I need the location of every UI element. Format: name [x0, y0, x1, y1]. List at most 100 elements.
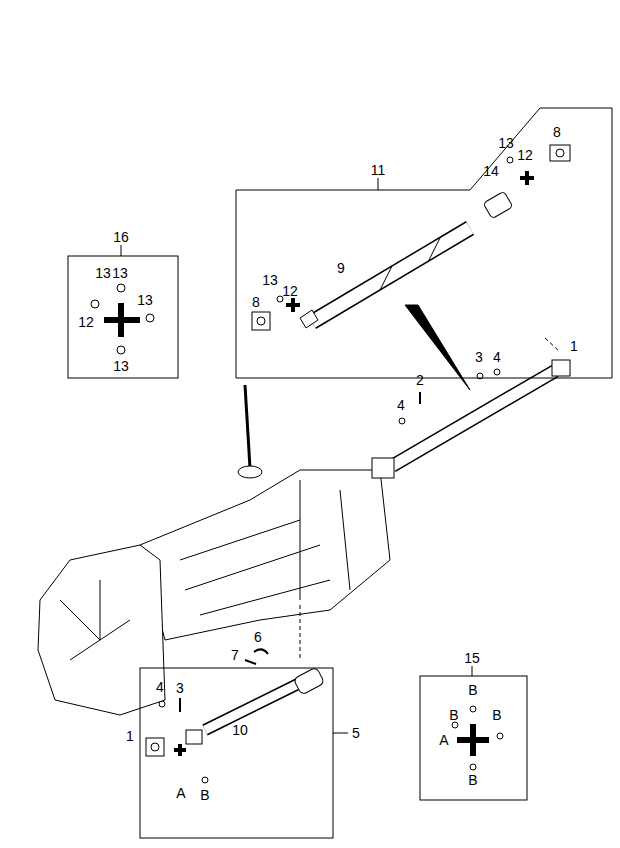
box-border — [420, 676, 527, 800]
box-outline — [68, 225, 178, 378]
callout-number: 3 — [475, 349, 483, 365]
group-number: 15 — [464, 650, 480, 666]
part-drawing — [470, 764, 476, 770]
callout-number: 4 — [397, 397, 405, 413]
part-drawing — [254, 649, 268, 654]
callout-number: B — [200, 787, 209, 803]
callout-number: 13 — [262, 272, 278, 288]
callout-number: B — [468, 772, 477, 788]
callout-number: 8 — [252, 294, 260, 310]
part-drawing — [277, 296, 283, 302]
part-drawing — [300, 480, 350, 600]
part-drawing — [252, 312, 270, 330]
group-number: 16 — [113, 229, 129, 245]
callout-number: 13 — [498, 135, 514, 151]
callout-number: 7 — [231, 647, 239, 663]
part-drawing — [380, 266, 392, 290]
part-drawing — [419, 392, 421, 404]
part-drawing — [483, 191, 513, 219]
callout-number: B — [492, 707, 501, 723]
part-drawing — [545, 338, 560, 352]
leader-line — [378, 178, 379, 190]
assembly-box: 5 43 10AB — [140, 668, 370, 838]
part-drawing — [104, 303, 140, 337]
part-drawing — [428, 238, 440, 262]
part-drawing — [372, 458, 394, 478]
callout-number: 9 — [337, 260, 345, 276]
part-drawing — [180, 520, 330, 615]
part-drawing — [550, 145, 570, 161]
callout-number: 4 — [493, 349, 501, 365]
callout-number: 13 — [95, 265, 111, 281]
part-drawing — [91, 300, 99, 308]
callout-number: 13 — [112, 265, 128, 281]
part-drawing — [293, 667, 324, 695]
part-drawing — [245, 660, 256, 664]
part-drawing — [238, 466, 262, 478]
part-drawing — [60, 580, 130, 660]
part-drawing — [300, 310, 318, 328]
callout-number: 2 — [416, 372, 424, 388]
part-drawing — [457, 724, 489, 756]
callout-number: 12 — [282, 283, 298, 299]
part-drawing — [186, 730, 202, 744]
callout-number: 13 — [137, 292, 153, 308]
callout-number: 14 — [483, 163, 499, 179]
callout-number: 1 — [126, 728, 134, 744]
part-drawing — [405, 305, 470, 390]
leader-line — [472, 666, 473, 676]
box-border — [236, 108, 612, 378]
box-outline — [236, 108, 612, 378]
part-drawing — [146, 738, 164, 756]
part-drawing — [146, 314, 154, 322]
part-drawing — [556, 149, 564, 157]
part-drawing — [205, 683, 300, 730]
assembly-box: 111381412913812 — [236, 108, 612, 378]
part-drawing — [392, 371, 555, 466]
part-drawing — [520, 171, 534, 185]
leader-line — [121, 245, 122, 256]
part-drawing — [257, 317, 265, 325]
box-border — [68, 256, 178, 378]
callout-number: 6 — [254, 629, 262, 645]
part-drawing — [312, 228, 470, 322]
part-drawing — [245, 385, 250, 468]
part-drawing — [117, 346, 125, 354]
callout-number: 3 — [176, 680, 184, 696]
callout-number: A — [176, 785, 185, 801]
callout-number: B — [449, 707, 458, 723]
callout-number: 4 — [156, 679, 164, 695]
leader-line — [333, 733, 348, 734]
part-drawing — [497, 733, 503, 739]
callout-number: 1 — [570, 338, 578, 354]
part-drawing — [300, 605, 301, 660]
assembly-box: 15BBBAB — [420, 645, 527, 800]
callout-number: 12 — [517, 147, 533, 163]
callout-number: 10 — [232, 722, 248, 738]
part-drawing — [286, 298, 300, 312]
part-drawing — [494, 369, 500, 375]
part-drawing — [507, 157, 513, 163]
part-drawing — [399, 418, 405, 424]
part-drawing — [552, 360, 570, 376]
callout-number: 12 — [78, 314, 94, 330]
group-number: 11 — [371, 162, 386, 178]
part-drawing — [174, 744, 186, 756]
part-drawing — [140, 470, 390, 640]
part-drawing — [179, 698, 181, 712]
part-drawing — [38, 545, 165, 715]
part-drawing — [151, 743, 159, 751]
assembly-box: 161313131213 — [68, 225, 178, 378]
callout-number: A — [439, 732, 448, 748]
part-drawing — [202, 777, 208, 783]
box-outline — [140, 668, 370, 838]
part-drawing — [205, 683, 300, 730]
part-drawing — [117, 284, 125, 292]
callout-number: B — [468, 682, 477, 698]
callout-number: 13 — [113, 358, 129, 374]
group-number: 5 — [352, 725, 360, 741]
part-drawing — [312, 228, 470, 322]
box-border — [140, 668, 333, 838]
part-drawing — [470, 706, 476, 712]
part-drawing — [392, 371, 555, 466]
